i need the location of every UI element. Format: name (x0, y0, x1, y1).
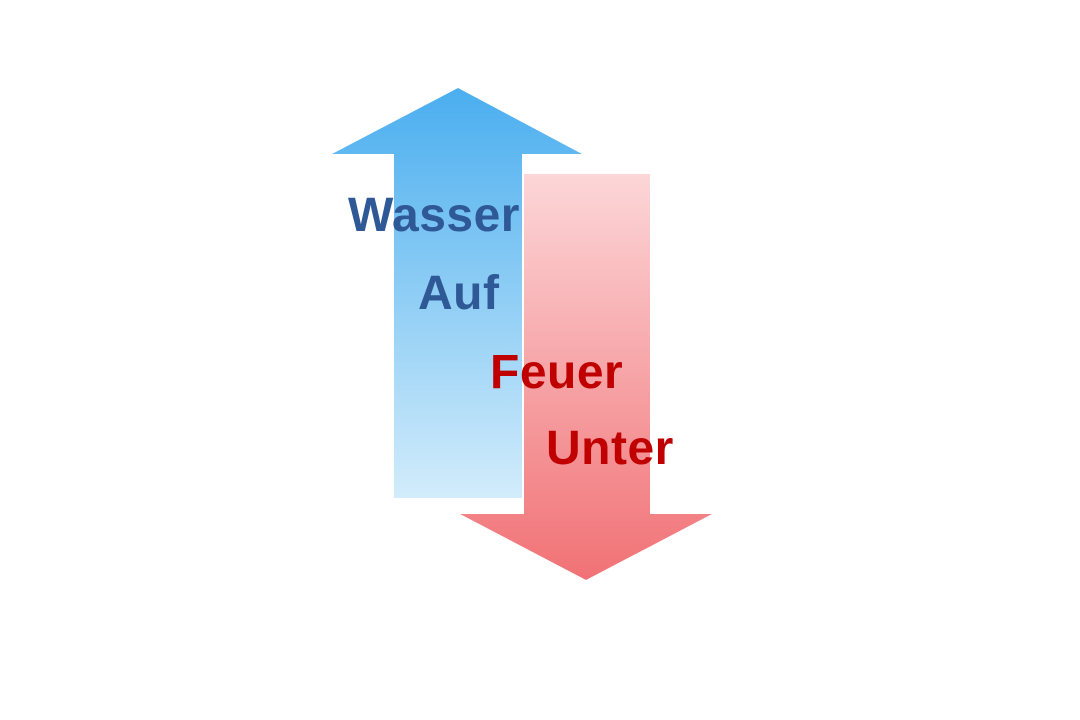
label-unter: Unter (546, 422, 674, 475)
label-auf: Auf (418, 267, 500, 320)
down-arrow (460, 174, 712, 580)
label-wasser: Wasser (348, 189, 520, 242)
up-arrow (332, 88, 582, 498)
label-feuer: Feuer (490, 346, 624, 399)
